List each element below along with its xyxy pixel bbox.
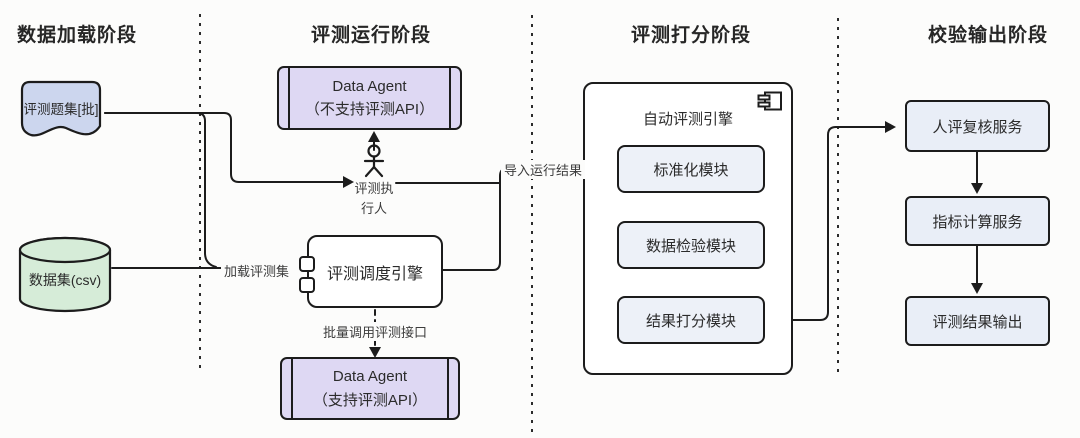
agent-side-bar: [288, 68, 290, 128]
agent-side-bar: [447, 359, 449, 418]
edge-question-set-to-evaluator: [104, 112, 354, 188]
data-agent-api-title: Data Agent: [332, 368, 408, 386]
data-agent-api-node: Data Agent （支持评测API）: [280, 357, 460, 420]
component-port: [299, 277, 315, 293]
evaluator-label-line2: 行人: [360, 201, 387, 217]
actor-icon: [363, 144, 385, 178]
data-agent-no-api-title: Data Agent: [332, 77, 407, 95]
agent-side-bar: [449, 68, 451, 128]
batch-call-edge-label: 批量调用评测接口: [320, 322, 431, 341]
question-set-label: 评测题集[批]: [23, 102, 99, 117]
result-output-node: 评测结果输出: [905, 296, 1050, 346]
question-set-node: 评测题集[批]: [16, 78, 106, 152]
component-port: [299, 256, 315, 272]
data-agent-api-subtitle: （支持评测API）: [312, 391, 428, 409]
normalize-module-node: 标准化模块: [617, 145, 765, 193]
phase-title-eval-running: 评测运行阶段: [310, 25, 431, 46]
metric-calc-node: 指标计算服务: [905, 196, 1050, 246]
import-results-edge-label: 导入运行结果: [501, 160, 586, 179]
phase-separators: [199, 14, 839, 432]
human-review-label: 人评复核服务: [932, 118, 1023, 136]
scoring-module-label: 结果打分模块: [645, 312, 736, 330]
scheduler-node: 评测调度引擎: [299, 235, 443, 308]
metric-calc-label: 指标计算服务: [932, 213, 1023, 231]
data-check-module-label: 数据检验模块: [645, 237, 736, 255]
data-agent-no-api-subtitle: （不支持评测API）: [304, 101, 435, 118]
phase-title-data-loading: 数据加载阶段: [16, 25, 137, 46]
phase-title-eval-scoring: 评测打分阶段: [630, 25, 751, 46]
result-output-label: 评测结果输出: [932, 313, 1023, 331]
dataset-node: 数据集(csv): [18, 236, 112, 314]
human-review-node: 人评复核服务: [905, 100, 1050, 152]
data-check-module-node: 数据检验模块: [617, 221, 765, 269]
document-icon: [20, 80, 102, 137]
dataset-label: 数据集(csv): [28, 272, 102, 288]
agent-side-bar: [291, 359, 293, 418]
auto-engine-title: 自动评测引擎: [642, 111, 733, 128]
edge-question-set-to-scheduler: [104, 112, 217, 268]
load-set-edge-label: 加载评测集: [221, 261, 293, 280]
component-icon: [757, 91, 782, 111]
edge-human-review-to-metric-calc: [971, 151, 983, 194]
scheduler-label: 评测调度引擎: [326, 265, 423, 283]
edge-metric-calc-to-result-output: [971, 245, 983, 294]
data-agent-no-api-node: Data Agent （不支持评测API）: [277, 66, 462, 130]
edge-scoring-to-human-review: [759, 121, 896, 321]
phase-title-output-check: 校验输出阶段: [927, 25, 1048, 46]
normalize-module-label: 标准化模块: [653, 161, 729, 179]
database-icon: [18, 236, 112, 313]
evaluator-label: 评测执 行人: [345, 179, 403, 219]
evaluator-label-line1: 评测执: [354, 181, 394, 196]
scoring-module-node: 结果打分模块: [617, 296, 765, 344]
